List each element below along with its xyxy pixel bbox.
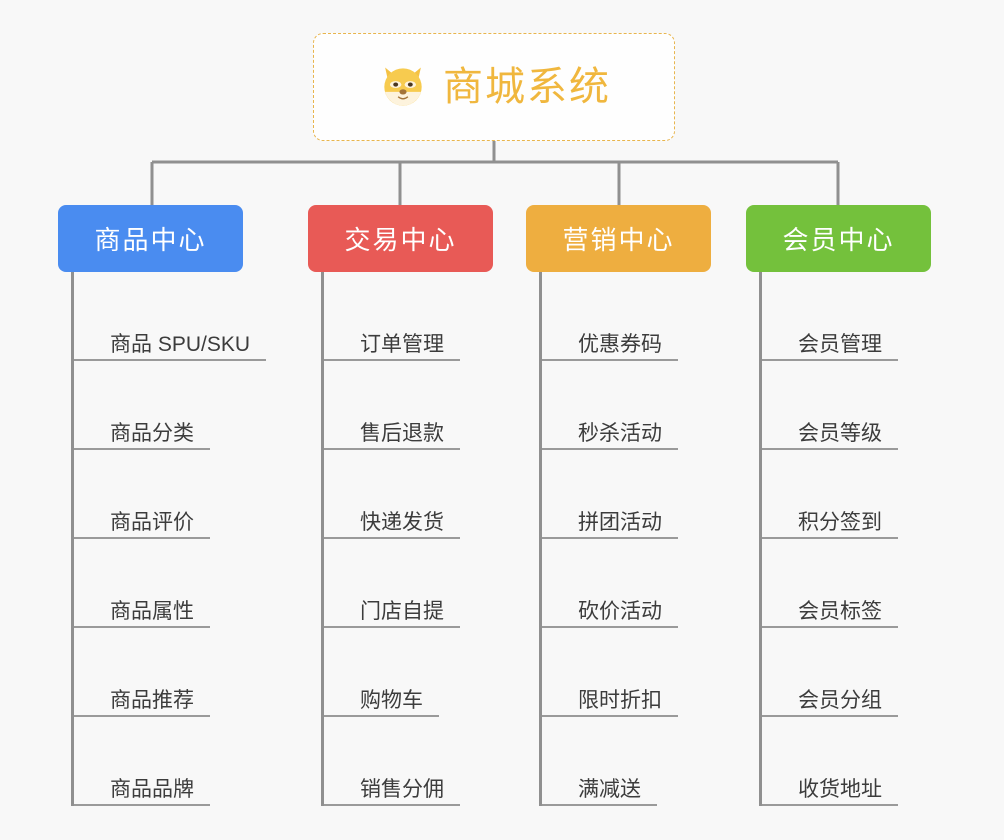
leaf-item[interactable]: 商品推荐 (74, 628, 243, 717)
leaf-label: 秒杀活动 (578, 422, 662, 445)
leaf-label: 会员分组 (798, 689, 882, 712)
leaf-underline (74, 359, 266, 361)
leaf-underline (762, 537, 898, 539)
leaf-label: 门店自提 (360, 600, 444, 623)
leaf-item[interactable]: 快递发货 (324, 450, 493, 539)
category-title: 会员中心 (782, 225, 895, 255)
leaf-underline (324, 715, 439, 717)
leaf-item[interactable]: 砍价活动 (542, 539, 711, 628)
category-title: 交易中心 (344, 225, 457, 255)
leaf-underline (324, 359, 460, 361)
leaf-underline (324, 804, 460, 806)
leaf-label: 收货地址 (798, 778, 882, 801)
column-member-center: 会员中心 会员管理 会员等级 积分签到 会员标签 会员分组 (746, 205, 931, 806)
leaf-underline (324, 537, 460, 539)
leaf-item[interactable]: 会员分组 (762, 628, 931, 717)
leaf-underline (324, 626, 460, 628)
leaf-item[interactable]: 拼团活动 (542, 450, 711, 539)
leaf-label: 销售分佣 (360, 778, 444, 801)
root-node[interactable]: 商城系统 (313, 33, 675, 141)
leaf-label: 满减送 (578, 778, 641, 801)
leaf-item[interactable]: 销售分佣 (324, 717, 493, 806)
leaf-list-marketing-center: 优惠券码 秒杀活动 拼团活动 砍价活动 限时折扣 满减送 (539, 272, 711, 806)
leaf-underline (74, 715, 210, 717)
category-header-trade-center[interactable]: 交易中心 (308, 205, 493, 272)
leaf-item[interactable]: 商品品牌 (74, 717, 243, 806)
category-title: 营销中心 (562, 225, 675, 255)
column-trade-center: 交易中心 订单管理 售后退款 快递发货 门店自提 购物车 (308, 205, 493, 806)
leaf-underline (542, 626, 678, 628)
leaf-list-trade-center: 订单管理 售后退款 快递发货 门店自提 购物车 销售分佣 (321, 272, 493, 806)
column-product-center: 商品中心 商品 SPU/SKU 商品分类 商品评价 商品属性 商品推荐 (58, 205, 266, 806)
leaf-label: 会员标签 (798, 600, 882, 623)
leaf-underline (324, 448, 460, 450)
leaf-item[interactable]: 满减送 (542, 717, 711, 806)
leaf-label: 优惠券码 (578, 333, 662, 356)
leaf-label: 积分签到 (798, 511, 882, 534)
leaf-item[interactable]: 商品属性 (74, 539, 243, 628)
leaf-underline (542, 715, 678, 717)
category-title: 商品中心 (94, 225, 207, 255)
shiba-dog-face-icon (377, 61, 429, 113)
leaf-item[interactable]: 收货地址 (762, 717, 931, 806)
leaf-item[interactable]: 限时折扣 (542, 628, 711, 717)
leaf-list-member-center: 会员管理 会员等级 积分签到 会员标签 会员分组 收货地址 (759, 272, 931, 806)
connector-path-group (150, 141, 840, 205)
leaf-label: 订单管理 (360, 333, 444, 356)
leaf-underline (762, 448, 898, 450)
category-header-member-center[interactable]: 会员中心 (746, 205, 931, 272)
leaf-label: 会员等级 (798, 422, 882, 445)
leaf-underline (542, 537, 678, 539)
category-header-marketing-center[interactable]: 营销中心 (526, 205, 711, 272)
leaf-item[interactable]: 商品分类 (74, 361, 243, 450)
leaf-label: 商品品牌 (110, 778, 194, 801)
leaf-label: 购物车 (360, 689, 423, 712)
leaf-underline (762, 359, 898, 361)
leaf-underline (74, 537, 210, 539)
leaf-item[interactable]: 会员等级 (762, 361, 931, 450)
leaf-underline (542, 804, 657, 806)
leaf-label: 商品推荐 (110, 689, 194, 712)
leaf-underline (762, 804, 898, 806)
leaf-label: 商品属性 (110, 600, 194, 623)
leaf-underline (542, 448, 678, 450)
leaf-label: 商品 SPU/SKU (110, 333, 251, 356)
leaf-underline (74, 448, 210, 450)
column-marketing-center: 营销中心 优惠券码 秒杀活动 拼团活动 砍价活动 限时折扣 (526, 205, 711, 806)
leaf-item[interactable]: 购物车 (324, 628, 493, 717)
leaf-underline (762, 626, 898, 628)
leaf-underline (74, 804, 210, 806)
root-title: 商城系统 (443, 65, 611, 109)
leaf-underline (762, 715, 898, 717)
category-header-product-center[interactable]: 商品中心 (58, 205, 243, 272)
leaf-item[interactable]: 商品 SPU/SKU (74, 272, 266, 361)
leaf-item[interactable]: 售后退款 (324, 361, 493, 450)
leaf-label: 商品评价 (110, 511, 194, 534)
leaf-item[interactable]: 优惠券码 (542, 272, 711, 361)
leaf-underline (74, 626, 210, 628)
leaf-item[interactable]: 门店自提 (324, 539, 493, 628)
leaf-item[interactable]: 订单管理 (324, 272, 493, 361)
leaf-item[interactable]: 会员标签 (762, 539, 931, 628)
leaf-list-product-center: 商品 SPU/SKU 商品分类 商品评价 商品属性 商品推荐 商品品牌 (71, 272, 266, 806)
leaf-label: 砍价活动 (578, 600, 662, 623)
leaf-item[interactable]: 会员管理 (762, 272, 931, 361)
leaf-label: 商品分类 (110, 422, 194, 445)
leaf-label: 拼团活动 (578, 511, 662, 534)
leaf-label: 限时折扣 (578, 689, 662, 712)
leaf-underline (542, 359, 678, 361)
leaf-item[interactable]: 秒杀活动 (542, 361, 711, 450)
leaf-label: 快递发货 (360, 511, 444, 534)
leaf-item[interactable]: 商品评价 (74, 450, 243, 539)
leaf-item[interactable]: 积分签到 (762, 450, 931, 539)
leaf-label: 会员管理 (798, 333, 882, 356)
leaf-label: 售后退款 (360, 422, 444, 445)
